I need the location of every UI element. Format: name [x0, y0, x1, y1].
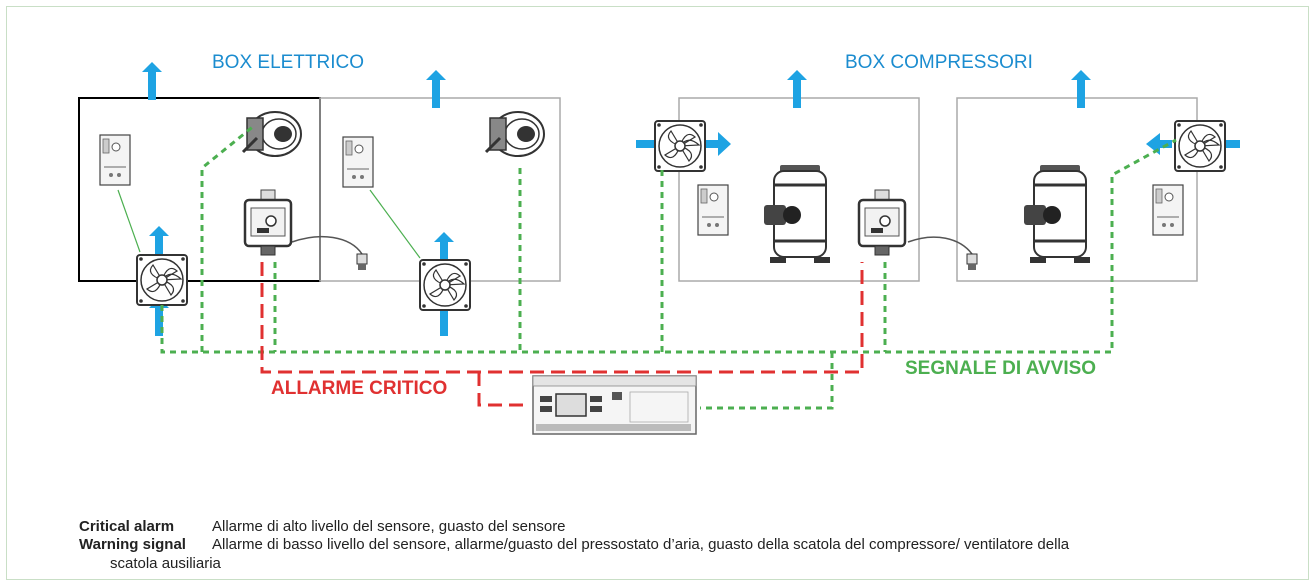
legend-warning-term: Warning signal	[79, 536, 186, 553]
fan-icon	[419, 259, 471, 311]
thermostat-icon	[697, 184, 729, 236]
fan-icon	[1174, 120, 1226, 172]
diagram-frame	[6, 6, 1309, 580]
warning-signal-label: SEGNALE DI AVVISO	[905, 358, 1097, 379]
pressure-switch-icon	[484, 110, 546, 158]
airflow-up-arrow-icon	[787, 70, 807, 108]
airflow-right-arrow-icon	[706, 132, 731, 156]
thermostat-icon	[99, 134, 131, 186]
sensor-icon	[857, 188, 907, 257]
legend-critical-row: Critical alarm	[79, 518, 174, 535]
legend-warning-row: Warning signal	[79, 536, 186, 553]
critical-alarm-wiring	[260, 262, 864, 407]
box-electric-title: BOX ELETTRICO	[212, 52, 365, 73]
airflow-up-arrow-icon	[1071, 70, 1091, 108]
probe-icon	[356, 253, 368, 271]
legend-warning-desc-cont: scatola ausiliaria	[110, 555, 221, 572]
airflow-left-arrow-icon	[1146, 133, 1172, 155]
warning-signal-wiring	[160, 123, 1177, 410]
thermostat-icon	[1152, 184, 1184, 236]
pressure-switch-icon	[241, 110, 303, 158]
legend-critical-term: Critical alarm	[79, 518, 175, 535]
controller-unit	[532, 375, 697, 435]
thermostat-icon	[342, 136, 374, 188]
fan-icon	[654, 120, 706, 172]
box-compressor-title: BOX COMPRESSORI	[845, 52, 1033, 73]
airflow-up-arrow-icon	[426, 70, 446, 108]
legend-critical-desc: Allarme di alto livello del sensore, gua…	[212, 518, 566, 535]
compressor-icon	[762, 163, 832, 265]
probe-icon	[966, 253, 978, 271]
compressor-icon	[1022, 163, 1092, 265]
sensor-icon	[243, 188, 293, 257]
airflow-up-arrow-icon	[142, 62, 162, 100]
fan-icon	[136, 254, 188, 306]
legend-warning-desc: Allarme di basso livello del sensore, al…	[212, 536, 1070, 553]
critical-alarm-label: ALLARME CRITICO	[271, 378, 448, 399]
